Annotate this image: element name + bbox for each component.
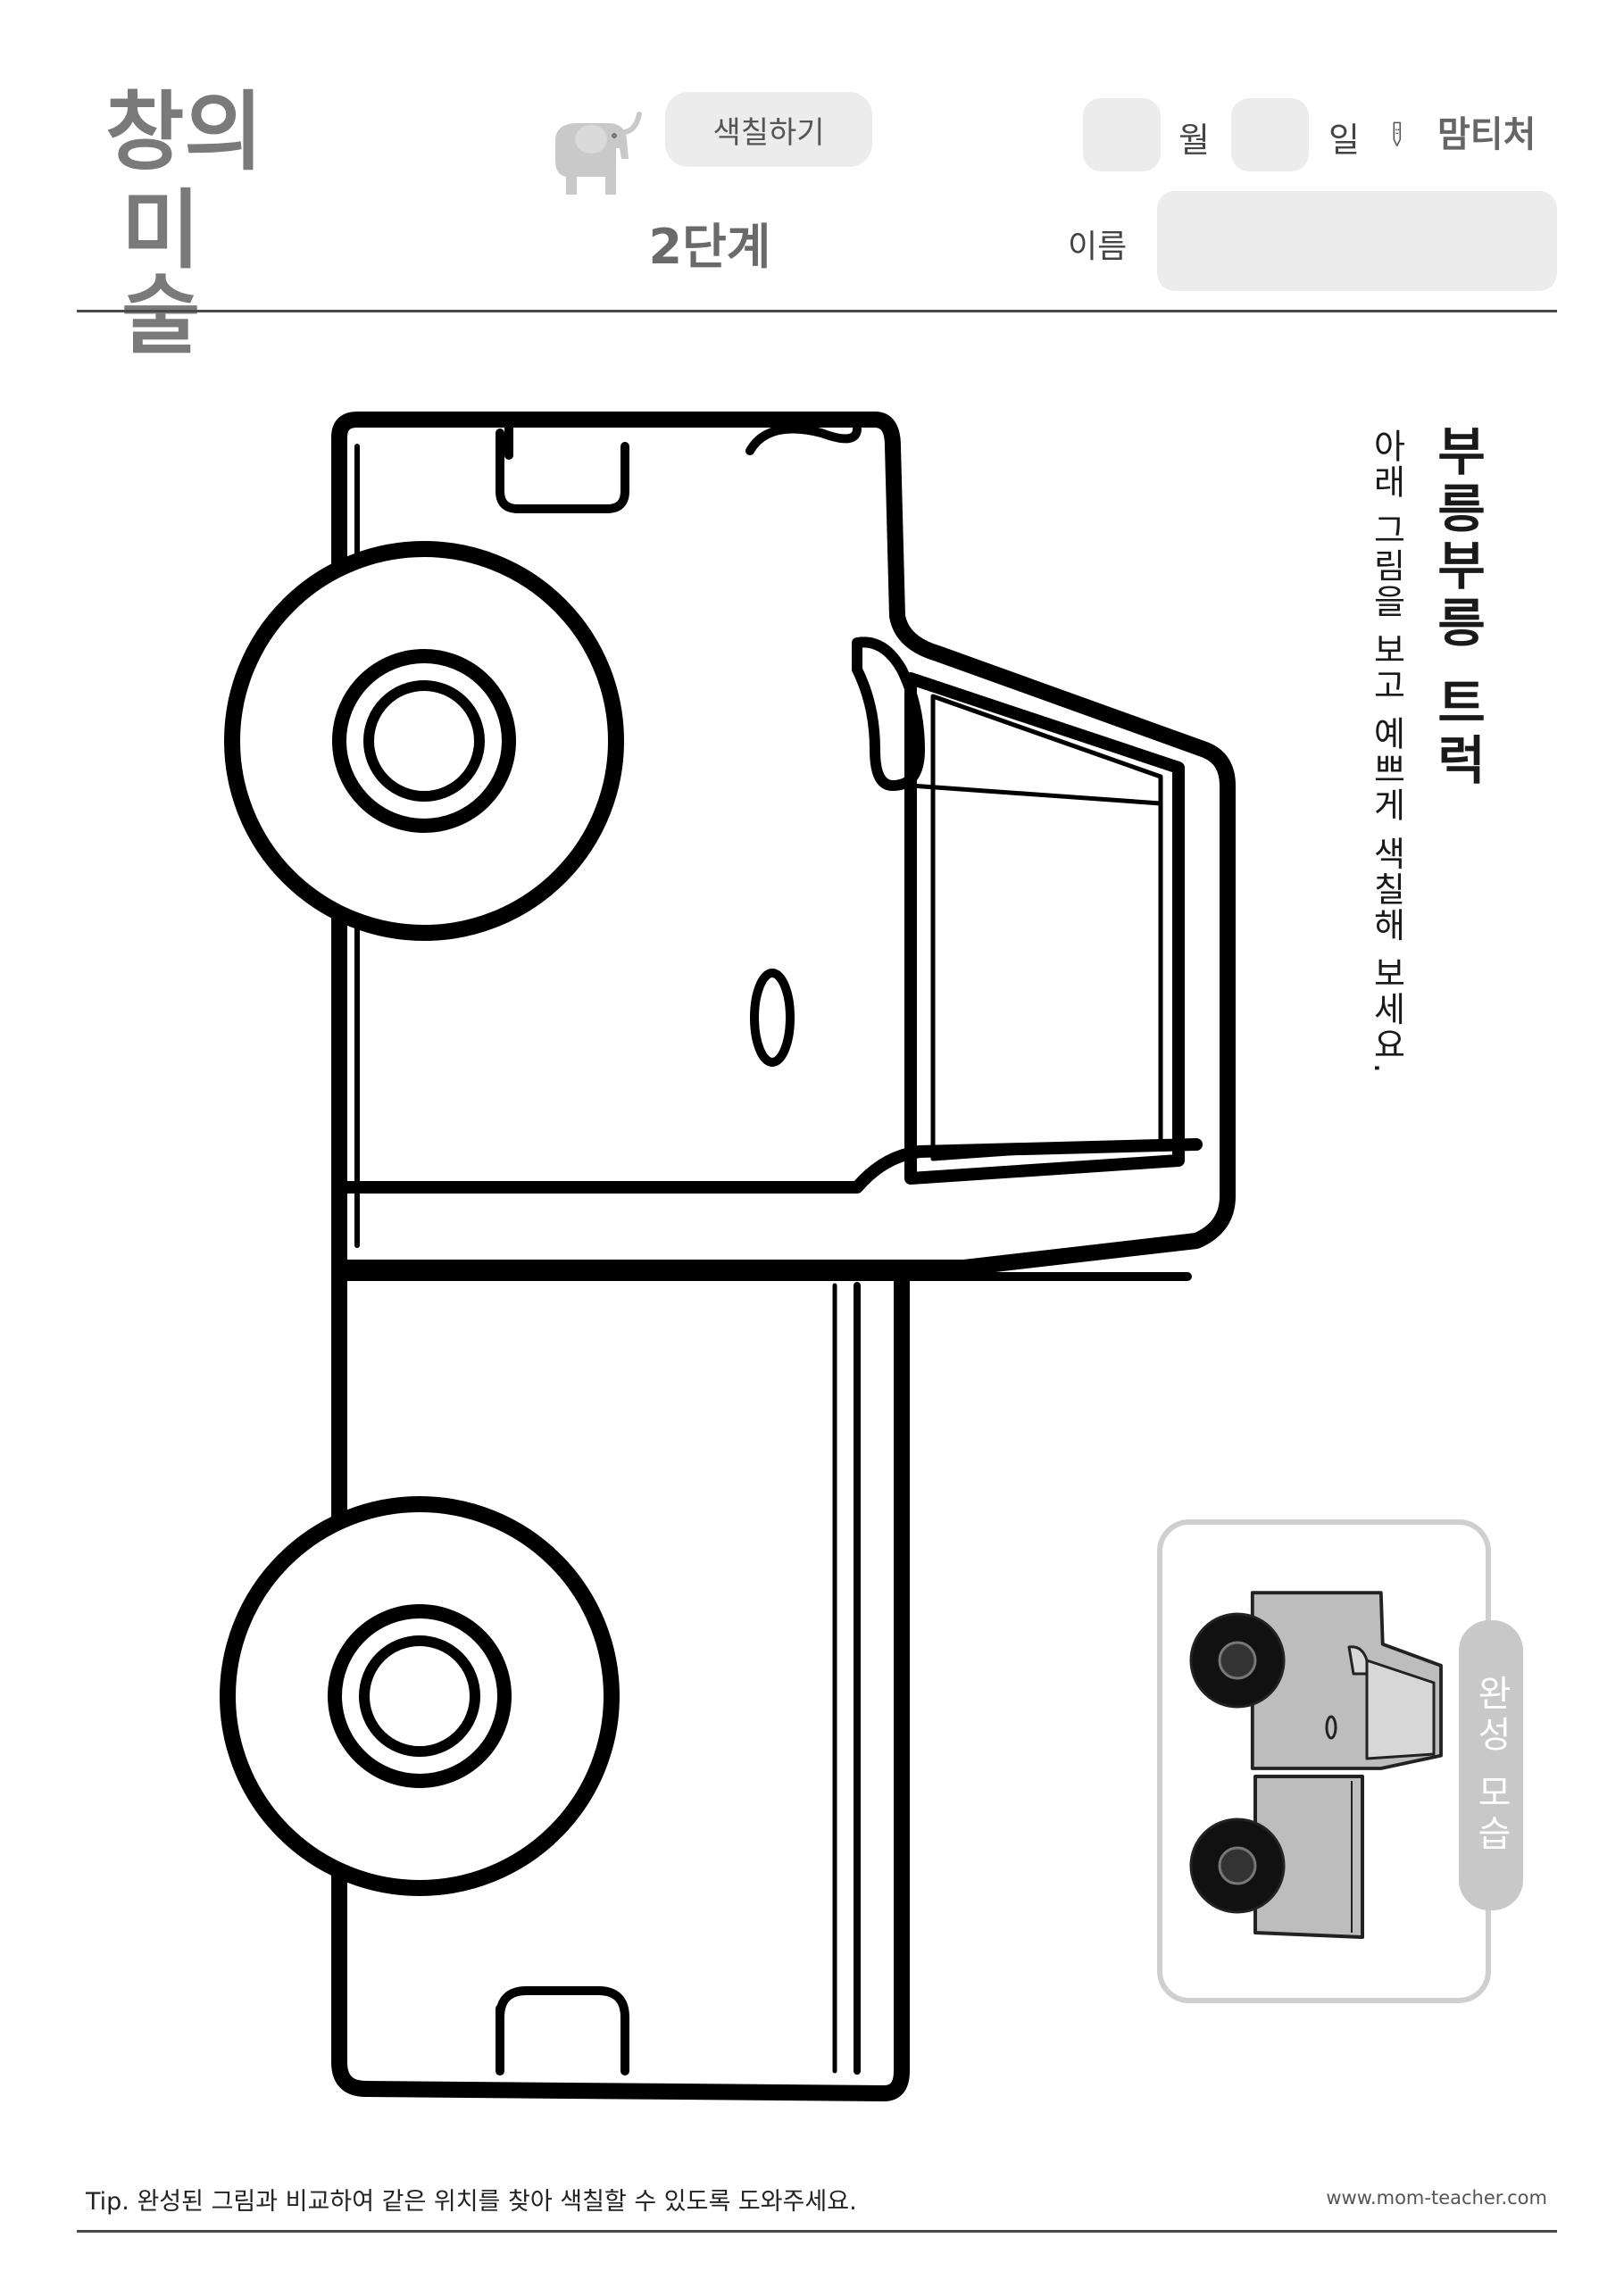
sample-label-badge: 완성 모습	[1459, 1620, 1523, 1910]
day-label: 일	[1328, 121, 1360, 160]
logo: 창의 미술	[105, 82, 275, 359]
logo-line2: 미술	[121, 180, 201, 366]
level-label: 2단계	[648, 219, 771, 275]
activity-badge: 색칠하기	[665, 92, 872, 167]
name-field[interactable]	[1157, 191, 1557, 291]
page-title: 부릉부릉 트럭	[1427, 424, 1487, 791]
instruction-text: 아래 그림을 보고 예쁘게 색칠해 보세요.	[1367, 428, 1406, 1076]
logo-line1: 창의	[105, 82, 263, 182]
sample-label: 완성 모습	[1470, 1675, 1512, 1856]
pencil-mascot-icon	[1393, 121, 1402, 147]
truck-coloring-drawing	[220, 412, 1236, 2101]
header-divider	[77, 310, 1557, 312]
name-label: 이름	[1068, 229, 1128, 265]
month-label: 월	[1178, 121, 1210, 160]
elephant-icon	[555, 112, 642, 195]
footer-url[interactable]: www.mom-teacher.com	[1326, 2187, 1547, 2209]
brand-name: 맘티처	[1437, 114, 1537, 155]
completed-truck-sample	[1189, 1591, 1443, 1939]
month-field[interactable]	[1083, 98, 1161, 171]
day-field[interactable]	[1231, 98, 1309, 171]
footer-divider	[77, 2230, 1557, 2233]
footer-tip: Tip. 완성된 그림과 비교하여 같은 위치를 찾아 색칠할 수 있도록 도와…	[86, 2188, 857, 2216]
